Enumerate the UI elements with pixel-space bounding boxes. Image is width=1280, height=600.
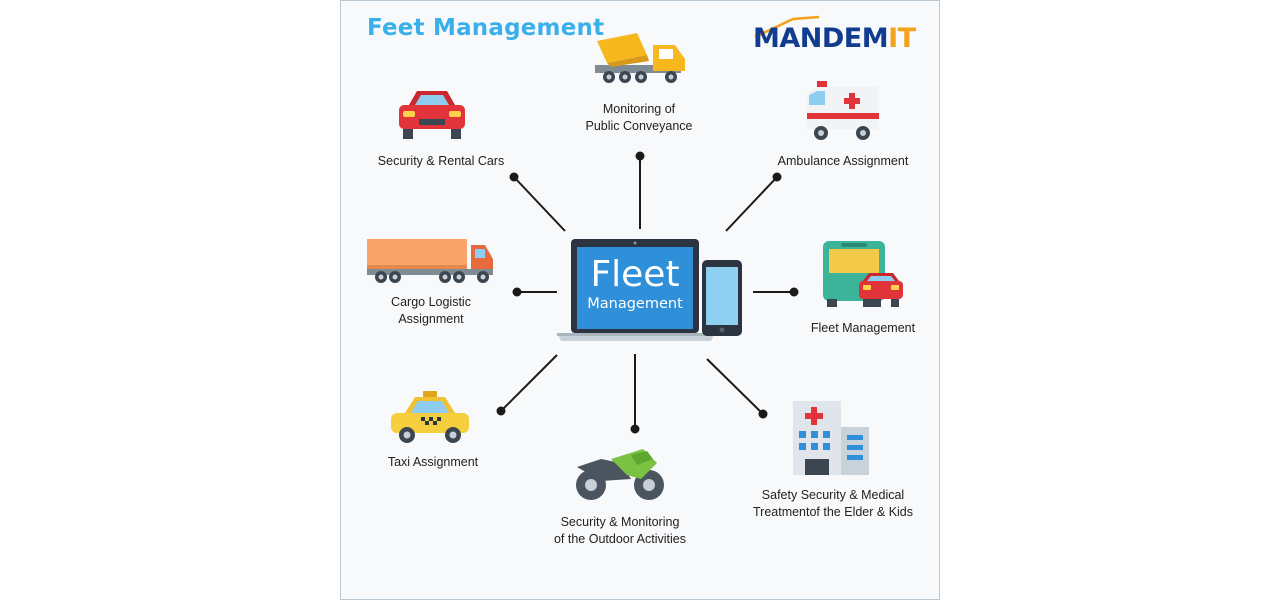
connector-bottom-left-dot [496, 406, 506, 416]
hospital-icon [793, 401, 869, 475]
hub-screen: Fleet Management [575, 245, 695, 331]
label-medical: Safety Security & Medical Treatmentof th… [752, 488, 914, 519]
ambulance-icon [807, 81, 879, 140]
hub-subtitle: Management [587, 296, 683, 312]
connector-bottom-right [706, 358, 764, 415]
cement-truck-icon [595, 33, 685, 83]
connector-top-right [725, 176, 778, 232]
label-fleet: Fleet Management [810, 321, 916, 335]
connector-top-left [513, 176, 566, 232]
red-car-icon [399, 91, 465, 139]
motorcycle-icon [576, 449, 664, 500]
label-taxi: Taxi Assignment [387, 455, 479, 469]
diagram-title: Feet Management [367, 15, 605, 41]
bus-and-car-icon [823, 241, 903, 307]
label-rental-cars: Security & Rental Cars [377, 154, 505, 168]
label-ambulance: Ambulance Assignment [777, 154, 909, 168]
label-public-conveyance: Monitoring of Public Conveyance [585, 102, 693, 133]
label-outdoor: Security & Monitoring of the Outdoor Act… [553, 515, 686, 546]
connector-bottom-dot [630, 424, 640, 434]
connector-top-dot [635, 151, 645, 161]
logo-text-accent: IT [888, 23, 916, 54]
hub-title: Fleet [590, 254, 680, 295]
diagram-panel: Feet Management MANDEMIT [340, 0, 940, 600]
company-logo: MANDEMIT [753, 15, 916, 61]
label-cargo: Cargo Logistic Assignment [391, 295, 471, 326]
logo-text-primary: MANDEM [753, 23, 889, 54]
logo-swoosh-icon [754, 15, 820, 39]
laptop-icon [557, 239, 715, 341]
connector-right-dot [789, 287, 799, 297]
cargo-truck-icon [367, 239, 493, 283]
connector-top-right-dot [772, 172, 782, 182]
connector-bottom-right-dot [758, 409, 768, 419]
connector-bottom-left [500, 354, 558, 412]
smartphone-icon [702, 260, 742, 336]
connector-top-left-dot [509, 172, 519, 182]
connector-lines [496, 151, 799, 434]
taxi-icon [391, 391, 469, 443]
connector-left-dot [512, 287, 522, 297]
